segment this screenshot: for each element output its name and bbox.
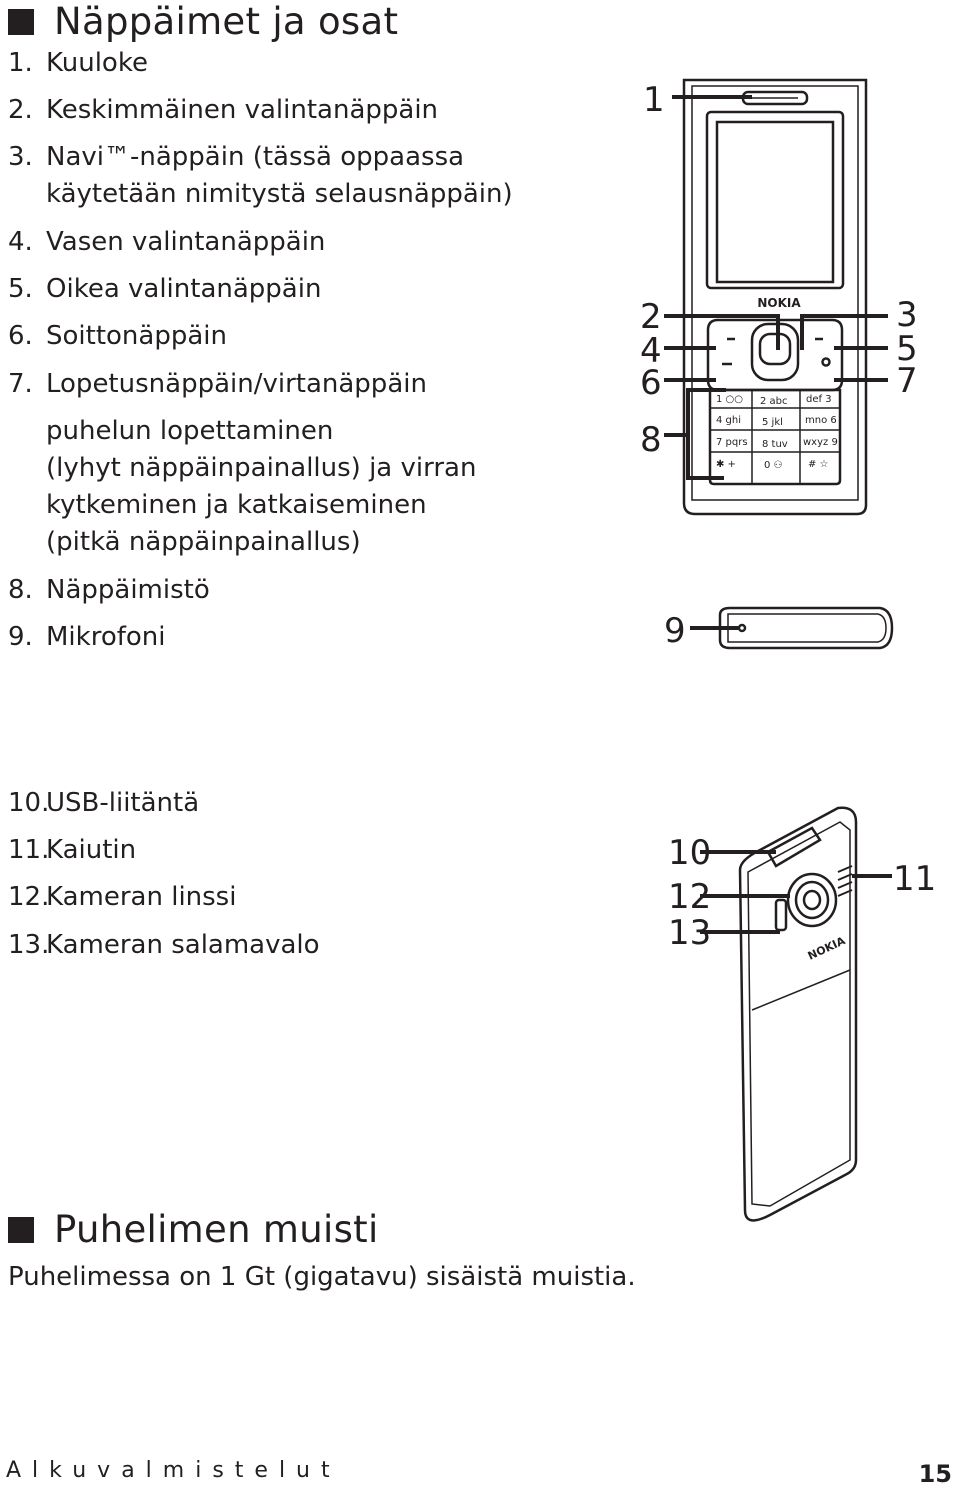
list-item: 4.Vasen valintanäppäin <box>8 227 326 257</box>
memory-paragraph: Puhelimessa on 1 Gt (gigatavu) sisäistä … <box>8 1262 636 1292</box>
key-hash: # ☆ <box>808 459 829 470</box>
key-5: 5 jkl <box>762 417 783 428</box>
list-item-detail: puhelun lopettaminen <box>46 416 334 446</box>
front-phone-figure: NOKIA 1 ○○ 2 abc def 3 4 ghi 5 jkl mno 6… <box>640 78 918 651</box>
callout-7: 7 <box>896 361 918 401</box>
section-heading-memory: Puhelimen muisti <box>8 1208 379 1251</box>
back-brand-logo: NOKIA <box>806 934 848 963</box>
callout-6: 6 <box>640 363 662 403</box>
callout-9: 9 <box>664 611 686 651</box>
key-star: ✱ + <box>716 459 736 470</box>
list-item: 10.USB-liitäntä <box>8 788 200 818</box>
section-title: Puhelimen muisti <box>54 1208 379 1251</box>
key-6: mno 6 <box>805 415 837 426</box>
callout-8: 8 <box>640 420 662 460</box>
list-item: 1.Kuuloke <box>8 48 148 78</box>
list-item: 6.Soittonäppäin <box>8 321 227 351</box>
section-title: Näppäimet ja osat <box>54 0 399 43</box>
list-item: 12.Kameran linssi <box>8 882 237 912</box>
list-item: 5.Oikea valintanäppäin <box>8 274 322 304</box>
key-7: 7 pqrs <box>716 437 748 448</box>
footer-section-name: Alkuvalmistelut <box>6 1458 341 1483</box>
callout-5: 5 <box>896 329 918 369</box>
list-item: 9.Mikrofoni <box>8 622 166 652</box>
key-9: wxyz 9 <box>803 437 838 448</box>
key-0: 0 ⚇ <box>764 460 783 471</box>
heading-square-icon <box>8 8 34 35</box>
list-item-detail: (pitkä näppäinpainallus) <box>46 527 361 557</box>
back-phone-figure: NOKIA 10 12 13 11 <box>668 806 936 1222</box>
list-item: 11.Kaiutin <box>8 835 137 865</box>
callout-13: 13 <box>668 913 711 953</box>
front-brand-logo: NOKIA <box>757 296 801 310</box>
list-item: 13.Kameran salamavalo <box>8 930 320 960</box>
callout-10: 10 <box>668 833 711 873</box>
key-1: 1 ○○ <box>716 394 743 405</box>
callout-12: 12 <box>668 877 711 917</box>
list-item: 7.Lopetusnäppäin/virtanäppäin <box>8 369 427 399</box>
list-item: 8.Näppäimistö <box>8 575 210 605</box>
list-item-detail: kytkeminen ja katkaiseminen <box>46 490 427 520</box>
callout-2: 2 <box>640 297 662 337</box>
list-item: 2.Keskimmäinen valintanäppäin <box>8 95 439 125</box>
key-3: def 3 <box>806 394 832 405</box>
section-heading-keys: Näppäimet ja osat <box>8 0 398 43</box>
callout-1: 1 <box>643 80 665 120</box>
heading-square-icon <box>8 1216 34 1243</box>
key-8: 8 tuv <box>762 439 788 450</box>
callout-11: 11 <box>893 859 936 899</box>
page-number: 15 <box>918 1460 952 1488</box>
list-item-continuation: käytetään nimitystä selausnäppäin) <box>46 179 513 209</box>
list-item: 3.Navi™-näppäin (tässä oppaassa <box>8 142 465 172</box>
key-4: 4 ghi <box>716 415 741 426</box>
list-item-detail: (lyhyt näppäinpainallus) ja virran <box>46 453 477 483</box>
callout-4: 4 <box>640 331 662 371</box>
key-2: 2 abc <box>760 396 788 407</box>
callout-3: 3 <box>896 295 918 335</box>
